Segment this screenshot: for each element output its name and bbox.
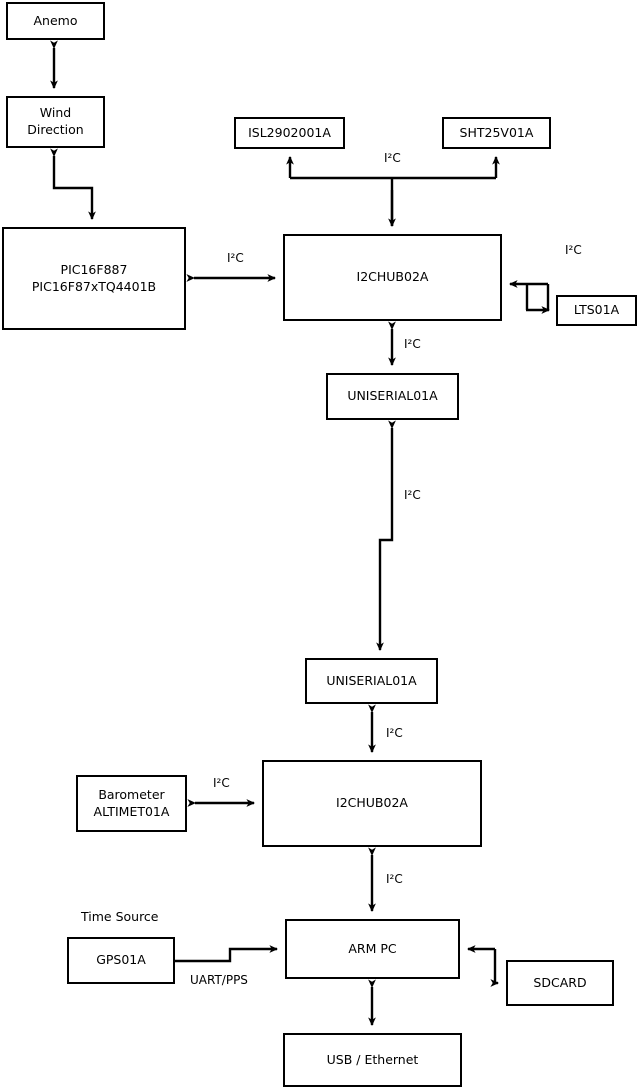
edge-label-barometer-hub: I²C (213, 776, 230, 790)
node-uniserial01a-lower-label: UNISERIAL01A (326, 672, 417, 688)
node-barometer-altimet01a[interactable]: Barometer ALTIMET01A (76, 775, 187, 832)
node-i2chub02a-bottom-label: I2CHUB02A (336, 795, 408, 811)
node-sdcard-label: SDCARD (533, 974, 587, 990)
node-usb-ethernet-label: USB / Ethernet (326, 1051, 419, 1067)
edge-gps-armpc (175, 945, 279, 963)
edge-label-pic-hub: I²C (227, 251, 244, 265)
node-lts01a-label: LTS01A (573, 302, 620, 318)
node-pic-mcu[interactable]: PIC16F887 PIC16F87xTQ4401B (2, 227, 186, 330)
node-uniserial01a-upper[interactable]: UNISERIAL01A (326, 373, 459, 420)
node-usb-ethernet[interactable]: USB / Ethernet (283, 1033, 462, 1087)
node-sht25v01a[interactable]: SHT25V01A (442, 117, 551, 149)
node-sdcard[interactable]: SDCARD (506, 960, 614, 1006)
node-i2chub02a-top-label: I2CHUB02A (356, 269, 429, 285)
node-uniserial01a-lower[interactable]: UNISERIAL01A (305, 658, 438, 704)
node-uniserial01a-upper-label: UNISERIAL01A (347, 388, 438, 404)
node-lts01a[interactable]: LTS01A (556, 295, 637, 326)
node-anemo-label: Anemo (33, 12, 78, 28)
node-gps01a[interactable]: GPS01A (67, 937, 175, 984)
edge-label-uniserial-link: I²C (404, 488, 421, 502)
edge-label-hub-lts: I²C (565, 243, 582, 257)
node-anemo[interactable]: Anemo (6, 2, 105, 40)
node-wind-direction-label: Wind Direction (27, 105, 84, 137)
node-gps01a-label: GPS01A (96, 952, 146, 968)
edge-label-hub-armpc: I²C (386, 872, 403, 886)
node-sht25v01a-label: SHT25V01A (459, 124, 534, 140)
node-barometer-altimet01a-label: Barometer ALTIMET01A (93, 786, 170, 819)
node-wind-direction[interactable]: Wind Direction (6, 96, 105, 148)
node-isl2902001a-label: ISL2902001A (248, 124, 331, 140)
edge-wind-pic (50, 148, 96, 221)
edge-label-uniserial-lower-hub: I²C (386, 726, 403, 740)
node-i2chub02a-bottom[interactable]: I2CHUB02A (262, 760, 482, 847)
edge-label-hub-uniserial-upper: I²C (404, 337, 421, 351)
node-i2chub02a-top[interactable]: I2CHUB02A (283, 234, 502, 321)
edge-label-isl-sht-bus: I²C (384, 151, 401, 165)
node-arm-pc[interactable]: ARM PC (285, 919, 460, 979)
node-isl2902001a[interactable]: ISL2902001A (234, 117, 345, 149)
label-time-source: Time Source (81, 909, 159, 924)
edge-uniserial-link (376, 420, 396, 652)
edge-label-gps-armpc: UART/PPS (190, 973, 248, 987)
node-pic-mcu-label: PIC16F887 PIC16F87xTQ4401B (31, 261, 157, 294)
node-arm-pc-label: ARM PC (348, 940, 397, 956)
